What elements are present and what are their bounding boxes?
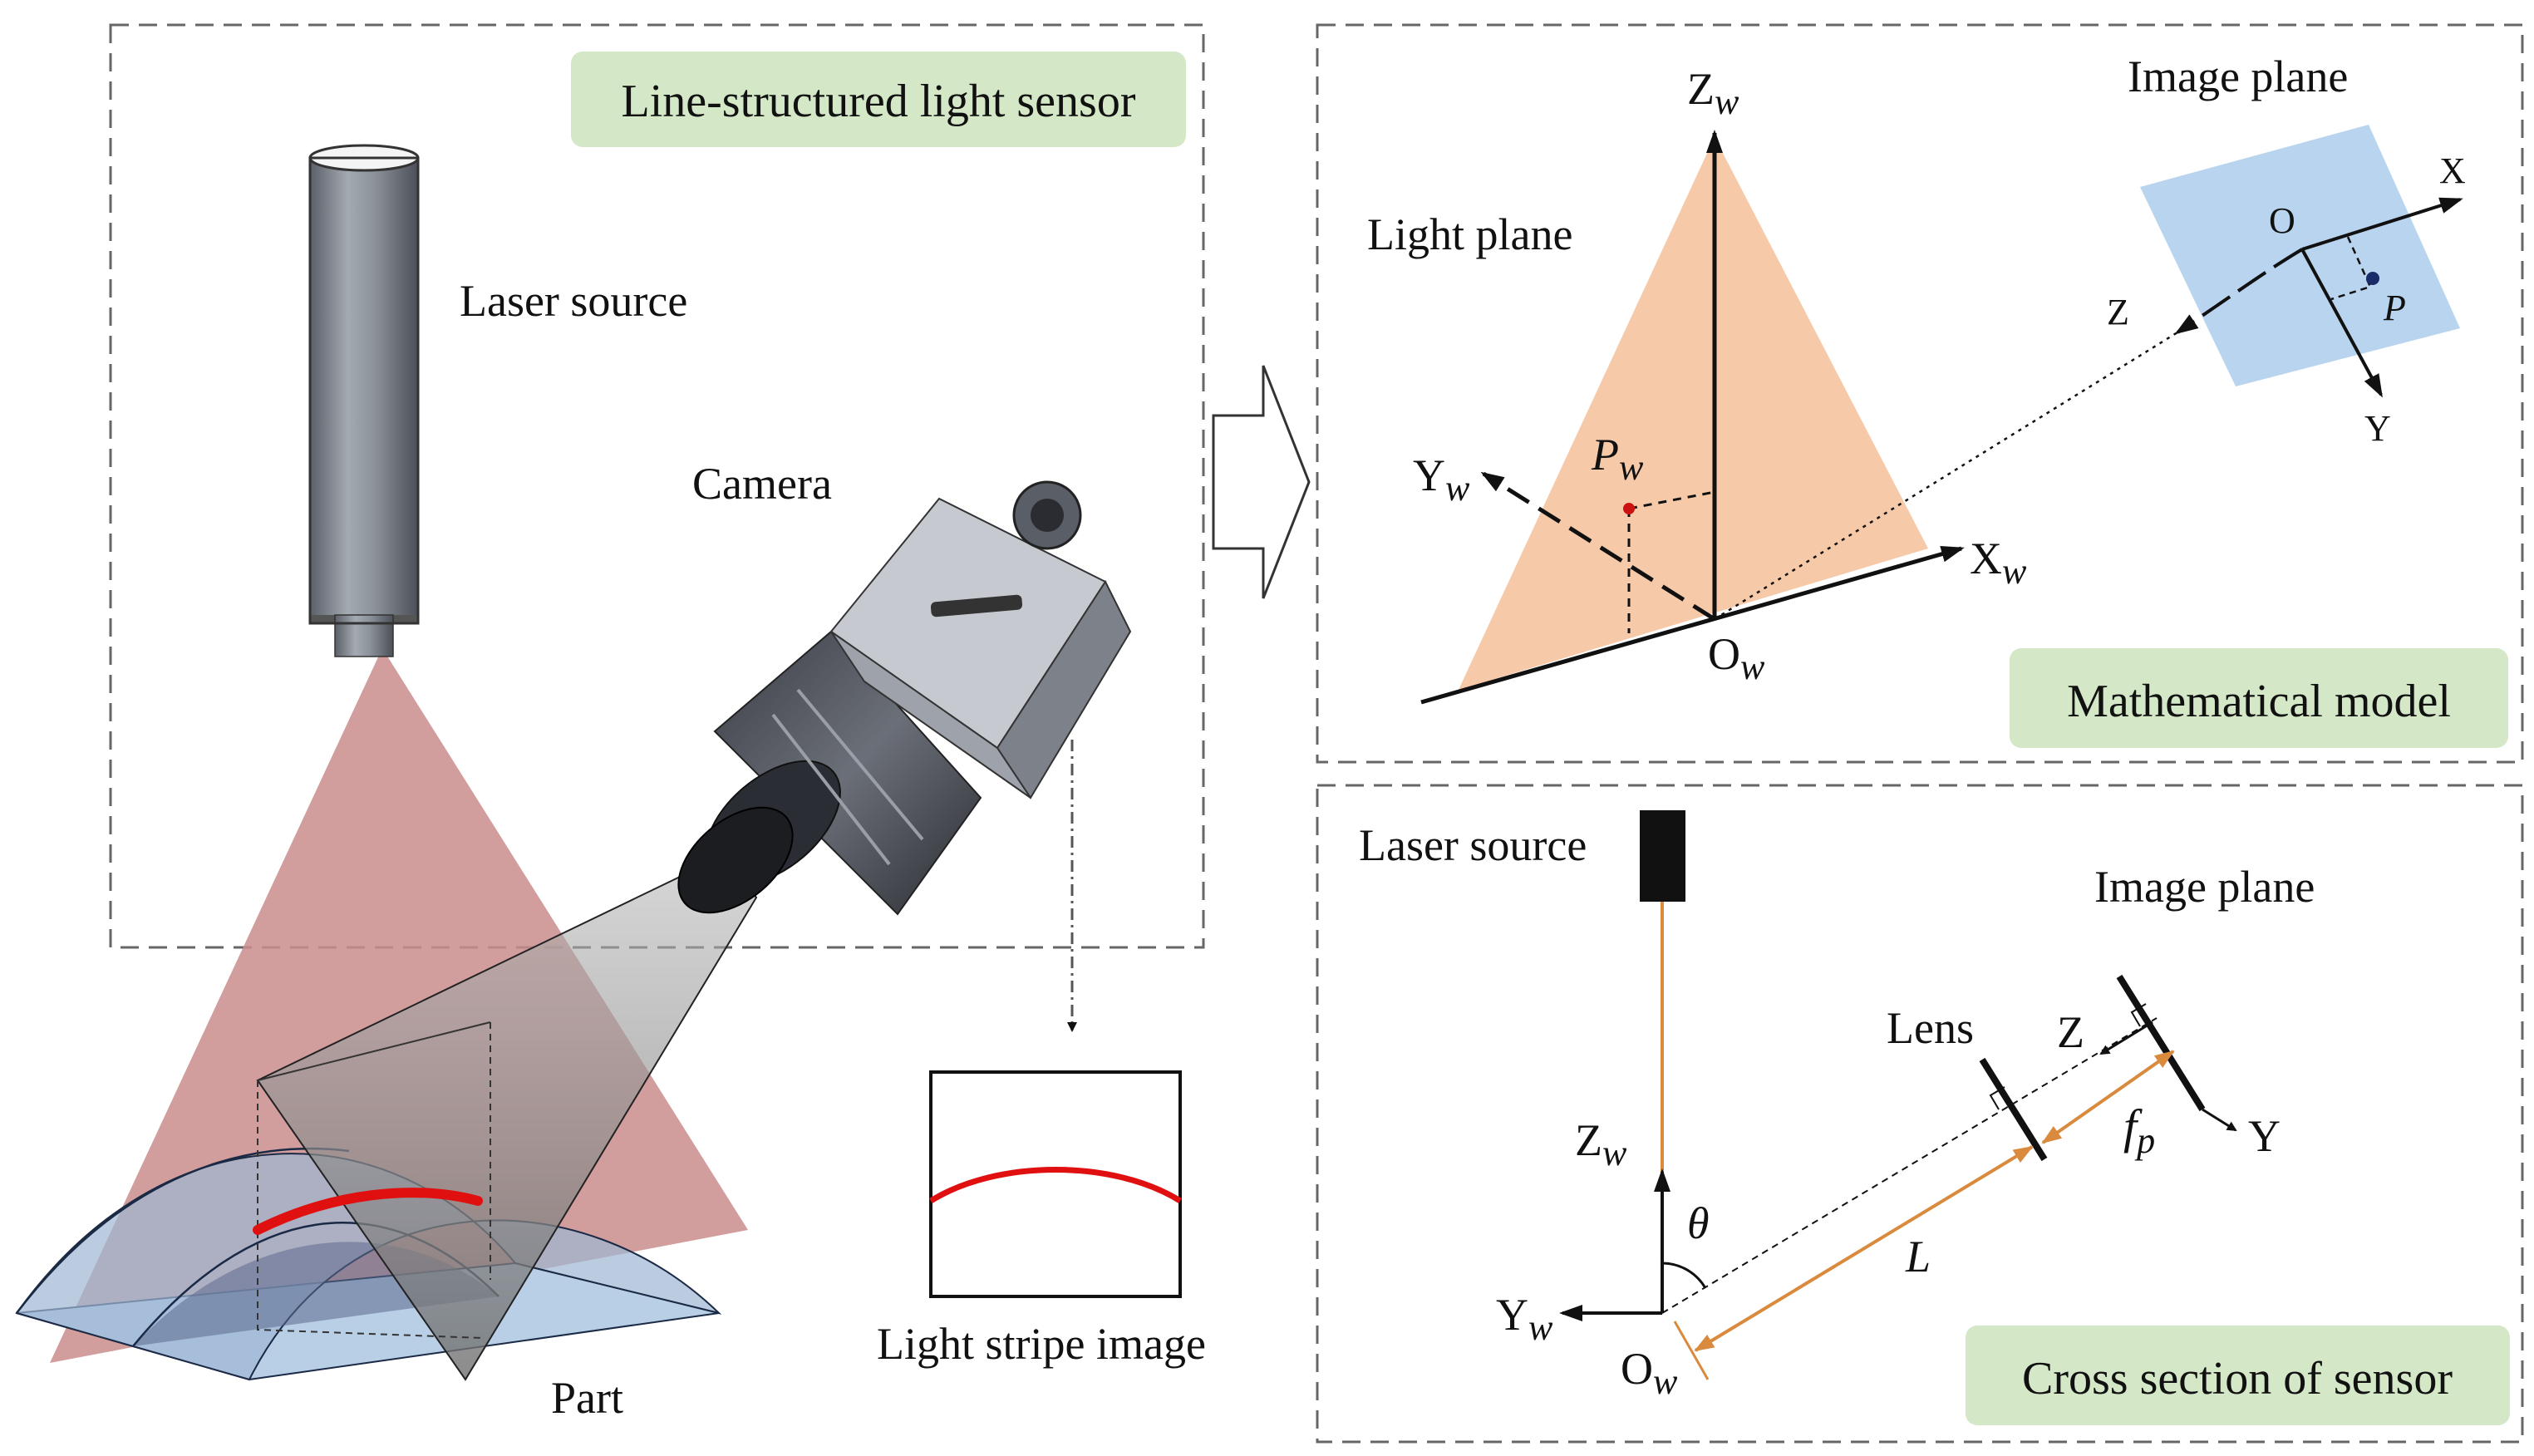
camera-device: [677, 480, 1132, 916]
origin-ow-label: Ow: [1708, 629, 1765, 687]
lens-label: Lens: [1887, 1003, 1974, 1053]
section-cam-y-label: Y: [2248, 1111, 2281, 1161]
laser-block: [1640, 810, 1685, 902]
section-dashed-frame: [1316, 784, 2524, 1444]
cam-axis-y-line: [2300, 248, 2383, 398]
point-pw-dot: [1623, 503, 1635, 514]
title-badge-text: Line-structured light sensor: [622, 76, 1136, 127]
laser-source-device: [308, 144, 420, 657]
light-plane-label: Light plane: [1367, 209, 1572, 259]
section-cam-y: [2202, 1108, 2237, 1132]
left-panel: Line-structured light sensor Laser sourc…: [15, 23, 1206, 1423]
image-plane: [2140, 125, 2460, 386]
dimension-fp: [2041, 1050, 2175, 1144]
part-label: Part: [551, 1373, 623, 1423]
dimension-l: [1694, 1145, 2034, 1352]
image-point-dot: [2366, 272, 2379, 285]
section-laser-label: Laser source: [1359, 820, 1587, 870]
section-zw-label: Zw: [1575, 1115, 1627, 1173]
section-badge-text: Cross section of sensor: [2022, 1353, 2453, 1404]
model-badge-text: Mathematical model: [2067, 676, 2451, 727]
section-ow-label: Ow: [1621, 1344, 1678, 1402]
theta-arc: [1661, 1262, 1707, 1289]
axis-yw-label: Yw: [1413, 450, 1470, 509]
lens-line: [1979, 1057, 2048, 1162]
camera-label: Camera: [692, 459, 832, 509]
cam-axis-z-label: Z: [2107, 292, 2129, 332]
image-plane-label: Image plane: [2128, 52, 2348, 101]
theta-label: θ: [1687, 1198, 1710, 1248]
distance-l-label: L: [1905, 1232, 1931, 1281]
stripe-image-curve: [929, 1167, 1182, 1203]
sensor-dashed-frame: [109, 23, 1205, 949]
model-dashed-frame: [1316, 23, 2524, 764]
stripe-image-label: Light stripe image: [877, 1319, 1206, 1369]
transition-arrow: [1212, 365, 1311, 599]
model-badge: [2010, 648, 2508, 748]
axis-yw-line: [1480, 471, 1716, 622]
cam-origin-label: O: [2269, 200, 2295, 241]
section-cam-z: [2099, 1021, 2153, 1055]
section-cam-z-label: Z: [2057, 1007, 2084, 1057]
axis-xw-label: Xw: [1970, 534, 2027, 592]
axis-xw-line: [1420, 545, 1965, 705]
section-image-plane-label: Image plane: [2094, 862, 2315, 912]
cam-axis-z-line: [2174, 248, 2304, 335]
laser-stripe: [253, 1188, 483, 1235]
section-yw-label: Yw: [1496, 1290, 1553, 1348]
point-pw-label: Pw: [1591, 430, 1644, 488]
cam-axis-y-label: Y: [2364, 408, 2391, 449]
light-plane: [1459, 137, 1928, 690]
laser-source-label: Laser source: [460, 276, 687, 326]
section-panel: Laser source Image plane Lens Zw Yw Ow θ…: [1316, 784, 2524, 1444]
title-badge: [571, 52, 1186, 147]
section-badge: [1966, 1326, 2510, 1425]
image-point-label: P: [2383, 288, 2406, 328]
focal-fp-label: fp: [2123, 1099, 2155, 1161]
cam-axis-x-line: [2301, 197, 2463, 251]
axis-zw-label: Zw: [1687, 64, 1739, 122]
model-panel: Light plane Image plane Zw Yw Xw Ow Pw O…: [1316, 23, 2524, 764]
view-box-dashed: [257, 1080, 483, 1339]
section-image-plane: [2116, 974, 2206, 1112]
cam-axis-x-label: X: [2439, 150, 2466, 191]
